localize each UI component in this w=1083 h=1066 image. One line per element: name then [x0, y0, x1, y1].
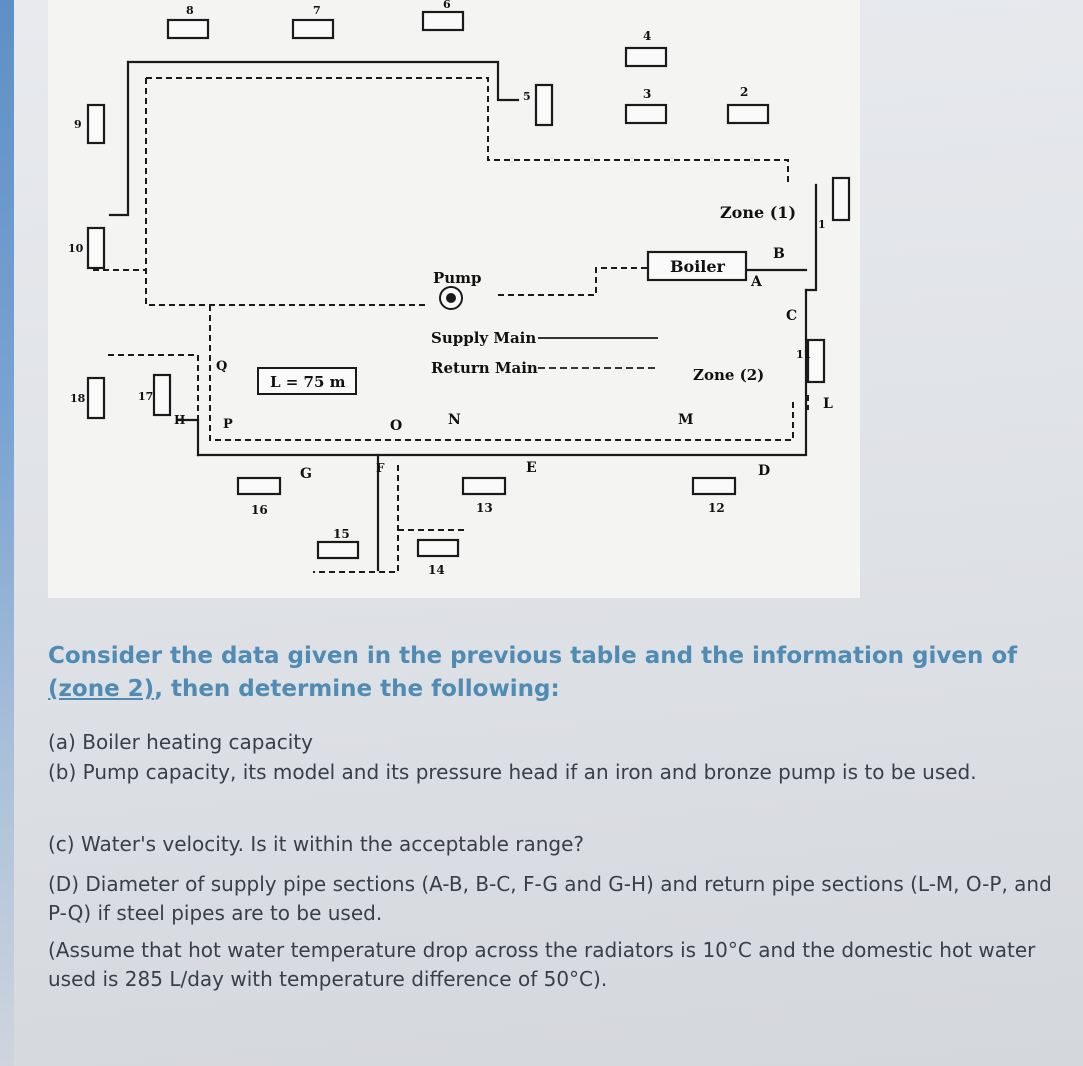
- label-pump: Pump: [433, 269, 482, 287]
- radiator-18: [86, 376, 106, 420]
- radiator-label-2: 2: [740, 85, 748, 99]
- question-item-c: (c) Water's velocity. Is it within the a…: [48, 832, 585, 856]
- question-item-a: (a) Boiler heating capacity: [48, 730, 313, 754]
- radiator-label-9: 9: [74, 118, 82, 131]
- label-zone1: Zone (1): [720, 203, 796, 222]
- zone-2-link[interactable]: (zone 2): [48, 676, 155, 702]
- radiator-label-17: 17: [138, 390, 153, 403]
- radiator-label-8: 8: [186, 4, 194, 17]
- radiator-15: [316, 540, 360, 560]
- legend-return: Return Main: [431, 359, 538, 377]
- question-item-b: (b) Pump capacity, its model and its pre…: [48, 760, 977, 784]
- radiator-7: [291, 18, 335, 40]
- radiator-6: [421, 10, 465, 32]
- point-l: L: [823, 396, 833, 412]
- point-o: O: [390, 418, 402, 434]
- radiator-label-10: 10: [68, 242, 84, 255]
- radiator-2: [726, 103, 770, 125]
- point-a: A: [750, 274, 763, 290]
- label-boiler: Boiler: [670, 257, 726, 276]
- radiator-label-12: 12: [708, 501, 725, 515]
- point-n: N: [448, 412, 461, 428]
- point-f: F: [376, 461, 385, 475]
- question-assumption: (Assume that hot water temperature drop …: [48, 938, 1036, 991]
- point-c: C: [786, 308, 797, 324]
- radiator-17: [152, 373, 172, 417]
- radiator-14: [416, 538, 460, 558]
- radiator-1: [831, 176, 851, 222]
- radiator-4: [624, 46, 668, 68]
- radiator-11: [806, 338, 826, 384]
- point-e: E: [526, 460, 537, 476]
- radiator-label-4: 4: [643, 29, 651, 43]
- point-p: P: [223, 417, 233, 432]
- radiator-13: [461, 476, 507, 496]
- diagram-svg: Boiler Pump Zone (1) Zone (2) L = 75 m S…: [68, 0, 851, 577]
- radiator-5: [534, 83, 554, 127]
- length-box: [257, 367, 357, 395]
- radiator-label-5: 5: [523, 90, 531, 103]
- point-h: H: [174, 413, 185, 427]
- label-zone2: Zone (2): [693, 366, 764, 384]
- radiator-label-15: 15: [333, 527, 350, 541]
- heading-intro: Consider the data given in the previous …: [48, 643, 1018, 669]
- label-length: L = 75 m: [270, 373, 346, 391]
- radiator-label-14: 14: [428, 563, 445, 577]
- point-q: Q: [216, 359, 227, 374]
- radiator-10: [86, 226, 106, 270]
- point-g: G: [300, 466, 312, 482]
- question-item-d: (D) Diameter of supply pipe sections (A-…: [48, 872, 1052, 925]
- radiator-label-13: 13: [476, 501, 493, 515]
- pump-icon: [439, 286, 463, 310]
- radiator-label-11: 11: [796, 348, 811, 361]
- boiler-box: [646, 250, 748, 282]
- radiator-label-1: 1: [818, 218, 826, 231]
- legend-supply: Supply Main: [431, 329, 536, 347]
- radiator-label-16: 16: [251, 503, 268, 517]
- radiator-16: [236, 476, 282, 496]
- radiator-label-18: 18: [70, 392, 86, 405]
- heading-tail: , then determine the following:: [154, 676, 560, 702]
- radiator-label-6: 6: [443, 0, 451, 11]
- heating-system-diagram: Boiler Pump Zone (1) Zone (2) L = 75 m S…: [48, 0, 860, 598]
- point-d: D: [758, 463, 770, 479]
- radiator-3: [624, 103, 668, 125]
- point-b: B: [773, 246, 785, 262]
- radiator-label-7: 7: [313, 4, 321, 17]
- question-heading: Consider the data given in the previous …: [48, 640, 1038, 706]
- radiator-9: [86, 103, 106, 145]
- radiator-8: [166, 18, 210, 40]
- radiator-label-3: 3: [643, 87, 651, 101]
- point-m: M: [678, 412, 694, 428]
- radiator-12: [691, 476, 737, 496]
